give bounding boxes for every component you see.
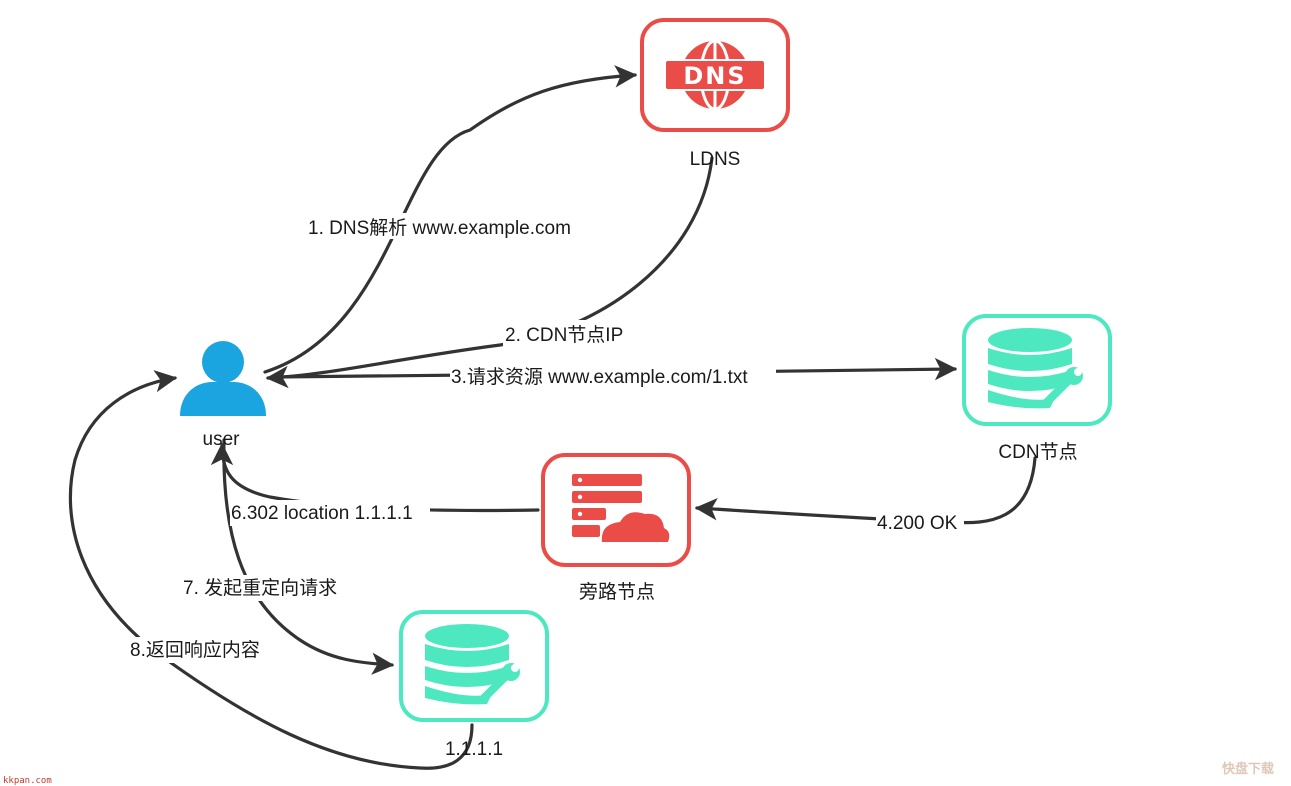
node-ip-label: 1.1.1.1	[445, 739, 503, 760]
svg-text:3.请求资源 www.example.com/1.txt: 3.请求资源 www.example.com/1.txt	[451, 366, 748, 388]
user-icon	[180, 341, 266, 416]
node-ldns-label: LDNS	[690, 149, 741, 170]
node-bypass-label: 旁路节点	[579, 581, 655, 603]
edge-1-dns-query	[263, 65, 638, 374]
edge-2-cdn-ip	[265, 156, 714, 389]
edge-label-2: 2. CDN节点IP	[503, 320, 633, 346]
node-user[interactable]: user	[180, 341, 266, 450]
database-wrench-icon	[425, 624, 520, 705]
svg-text:6.302 location 1.1.1.1: 6.302 location 1.1.1.1	[231, 503, 413, 524]
node-bypass[interactable]: 旁路节点	[541, 453, 691, 603]
svg-text:2. CDN节点IP: 2. CDN节点IP	[505, 324, 623, 346]
node-ip[interactable]: 1.1.1.1	[399, 610, 549, 760]
node-ldns[interactable]: DNS LDNS	[640, 18, 790, 170]
node-user-label: user	[203, 429, 241, 450]
edge-label-8: 8.返回响应内容	[129, 637, 267, 663]
database-wrench-icon	[988, 328, 1083, 409]
edge-label-6: 6.302 location 1.1.1.1	[230, 500, 430, 526]
edge-label-1: 1. DNS解析 www.example.com	[306, 213, 596, 239]
dns-globe-icon: DNS	[664, 39, 766, 111]
edge-label-4: 4.200 OK	[876, 510, 964, 536]
node-cdn[interactable]: CDN节点	[962, 314, 1112, 463]
edge-label-3: 3.请求资源 www.example.com/1.txt	[450, 363, 776, 389]
edge-7-redirect	[222, 438, 395, 675]
svg-text:8.返回响应内容: 8.返回响应内容	[130, 639, 260, 661]
edge-4-200-ok	[694, 456, 1037, 525]
svg-text:7. 发起重定向请求: 7. 发起重定向请求	[183, 577, 337, 599]
edge-label-7: 7. 发起重定向请求	[182, 575, 346, 601]
svg-text:4.200 OK: 4.200 OK	[877, 513, 958, 534]
svg-text:DNS: DNS	[683, 62, 746, 90]
node-cdn-label: CDN节点	[998, 441, 1077, 463]
server-cloud-icon	[572, 474, 670, 542]
svg-text:1. DNS解析 www.example.com: 1. DNS解析 www.example.com	[308, 217, 571, 239]
watermark-left: kkpan.com	[3, 776, 52, 786]
watermark-right: 快盘下载	[1222, 761, 1274, 777]
